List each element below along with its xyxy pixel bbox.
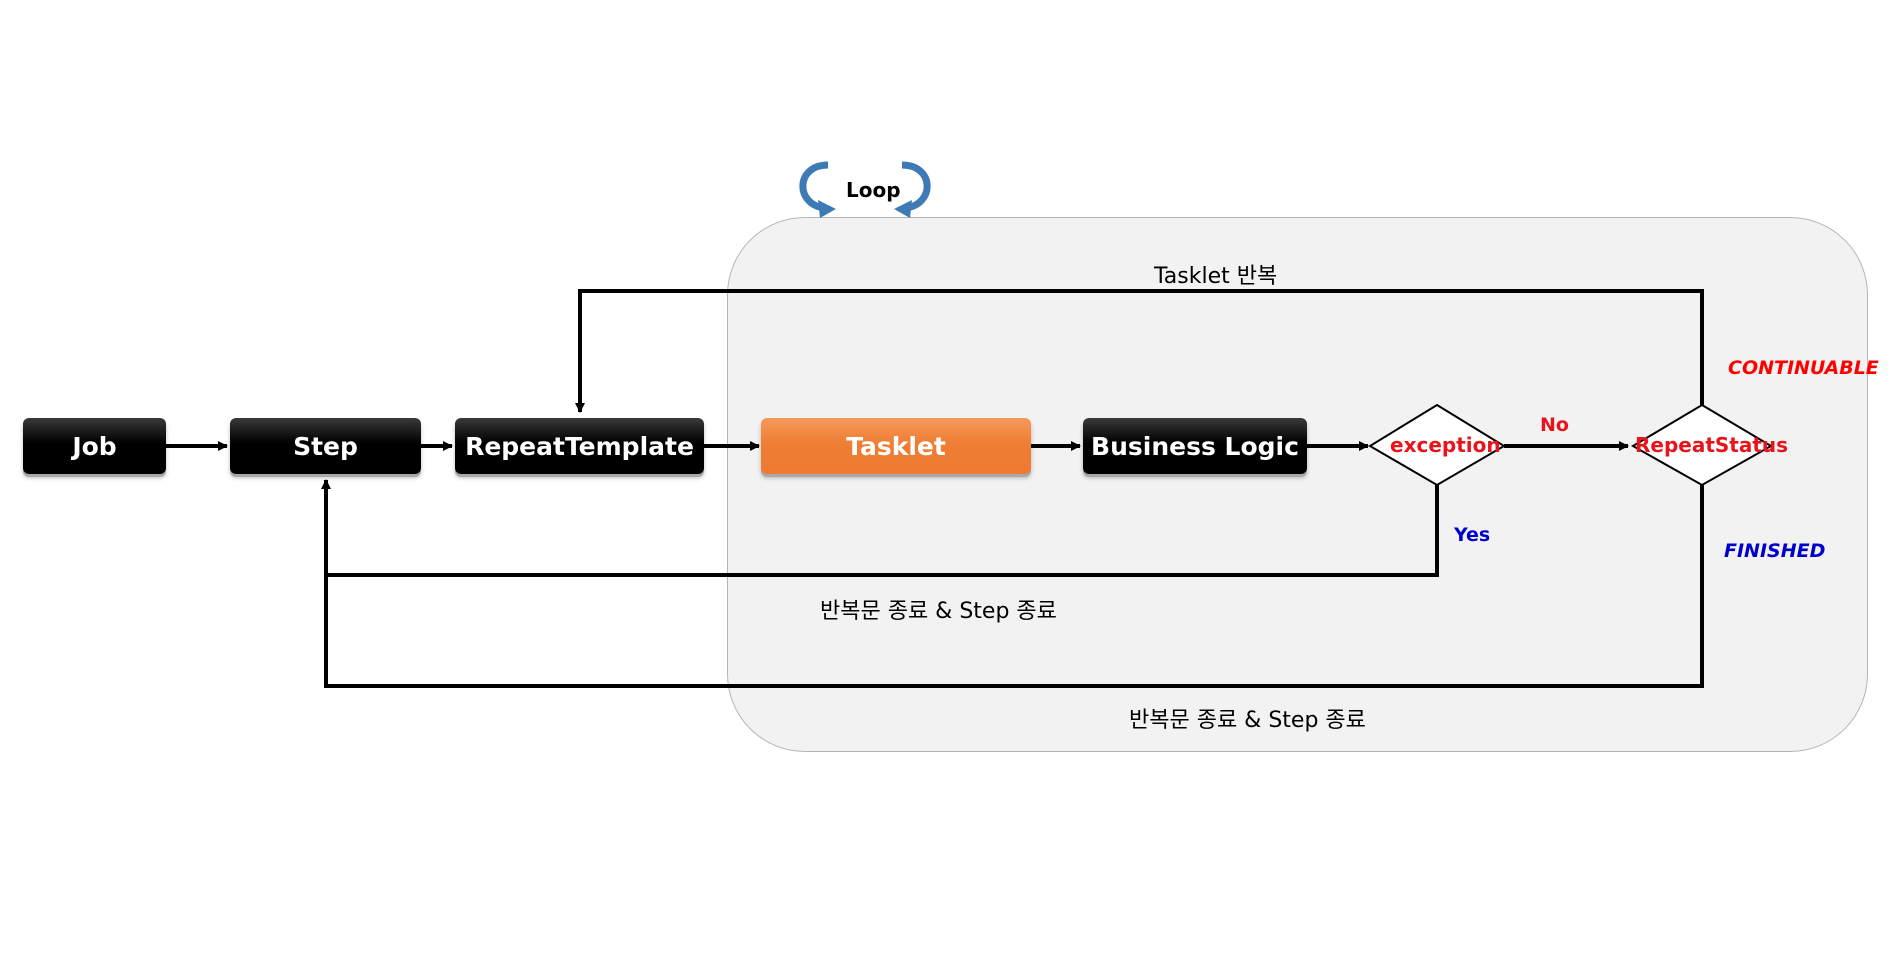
status-finished: FINISHED — [1724, 540, 1826, 562]
decision-repeatstatus-shape — [1631, 403, 1773, 487]
loop-label: Loop — [846, 178, 901, 202]
loop-icon — [799, 161, 931, 218]
tasklet-box: Tasklet — [761, 418, 1031, 474]
status-continuable: CONTINUABLE — [1728, 357, 1879, 379]
job-box: Job — [23, 418, 166, 474]
arrow-continuable-loop — [575, 289, 1704, 413]
job-label: Job — [72, 431, 117, 461]
decision-repeatstatus-label: RepeatStatus — [1635, 433, 1789, 457]
businesslogic-label: Business Logic — [1091, 431, 1299, 461]
arrow-exception-yes-to-step — [326, 485, 1439, 577]
label-no: No — [1540, 414, 1569, 436]
label-yes: Yes — [1454, 524, 1491, 546]
tasklet-label: Tasklet — [846, 431, 946, 461]
step-label: Step — [293, 431, 358, 461]
repeattemplate-label: RepeatTemplate — [465, 431, 694, 461]
decision-exception-shape — [1368, 403, 1506, 487]
label-tasklet-repeat: Tasklet 반복 — [1154, 264, 1278, 289]
step-box: Step — [230, 418, 421, 474]
decision-exception-label: exception — [1390, 433, 1501, 457]
businesslogic-box: Business Logic — [1083, 418, 1307, 474]
repeattemplate-box: RepeatTemplate — [455, 418, 704, 474]
arrow-finished-to-step — [321, 479, 1704, 688]
label-end-from-exception: 반복문 종료 & Step 종료 — [820, 599, 1057, 624]
loop-region — [727, 217, 1868, 752]
label-end-from-status: 반복문 종료 & Step 종료 — [1129, 708, 1366, 733]
